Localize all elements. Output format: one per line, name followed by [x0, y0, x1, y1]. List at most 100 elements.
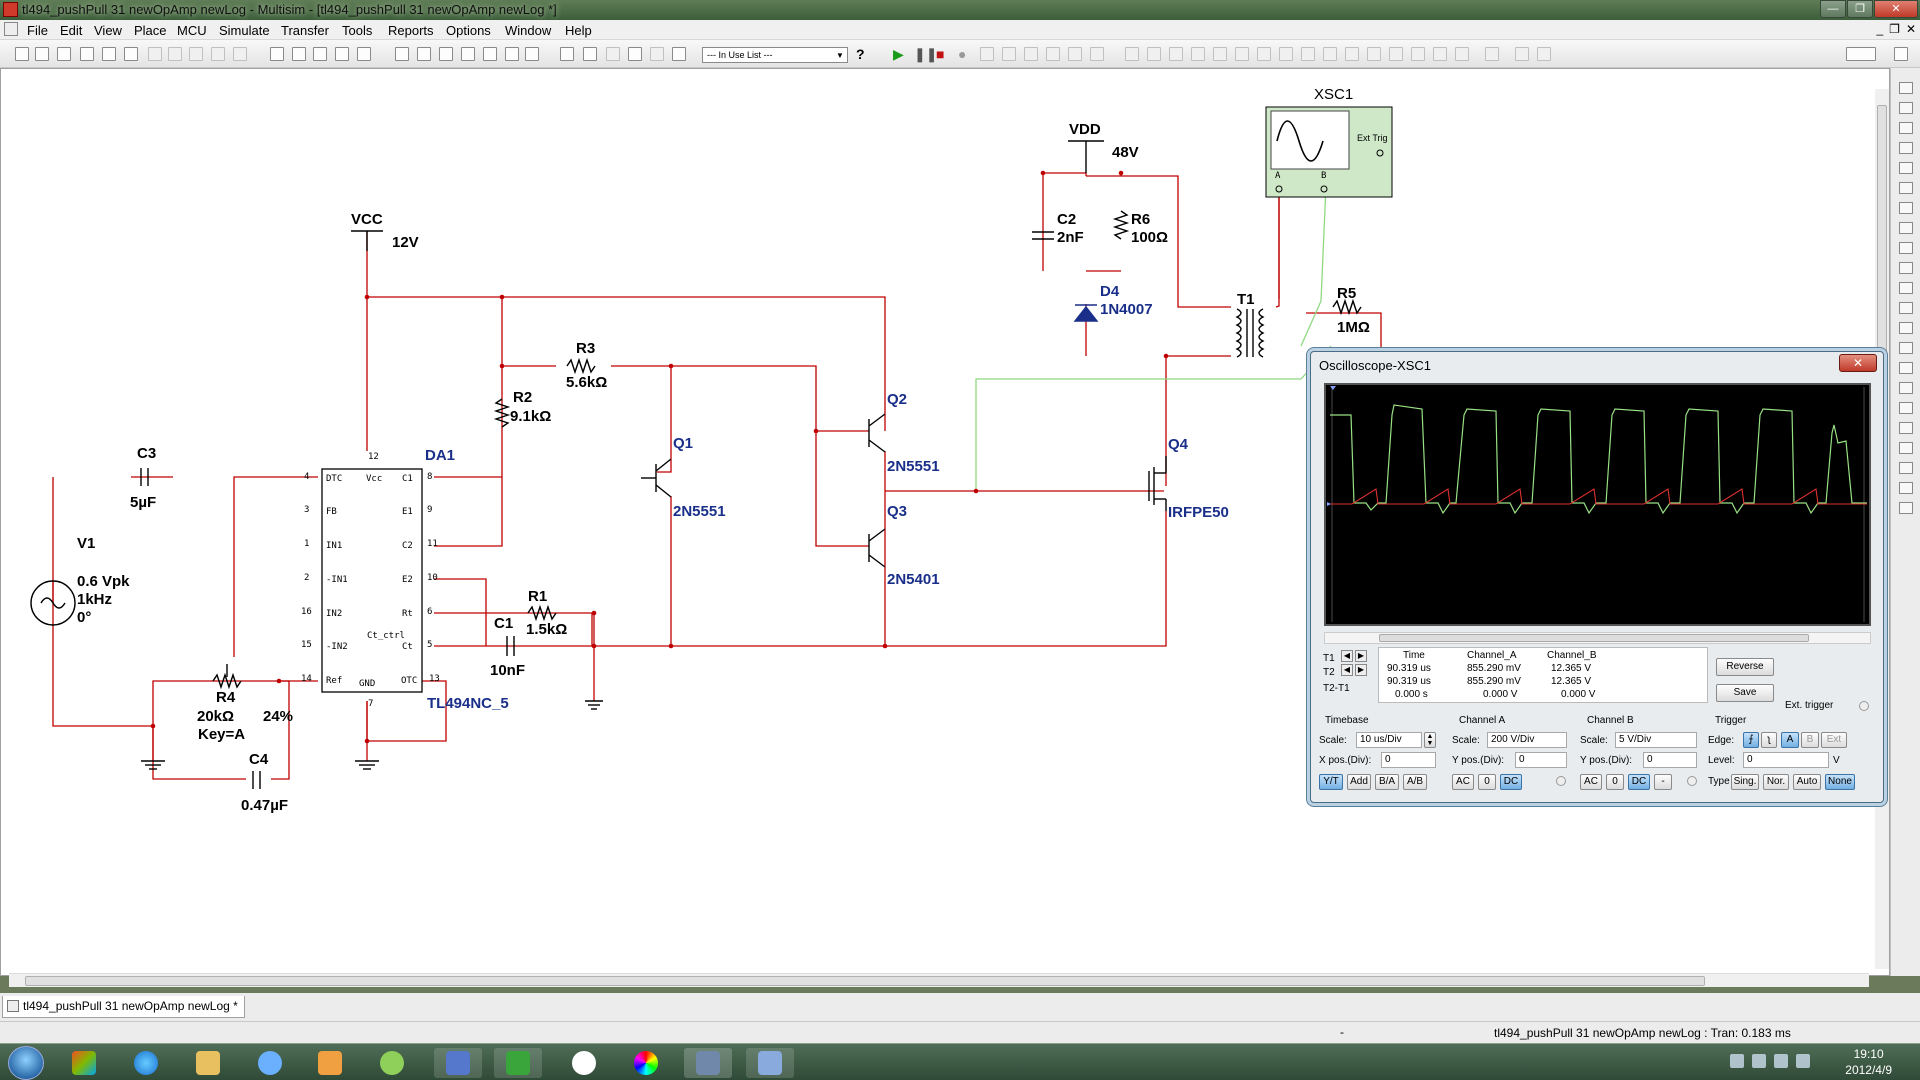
yt-mode-button[interactable]: Y/T — [1319, 774, 1343, 790]
redo-icon[interactable] — [233, 47, 247, 61]
t2-right-arrow[interactable]: ▶ — [1355, 664, 1367, 676]
clock[interactable]: 19:10 2012/4/9 — [1845, 1046, 1892, 1078]
paste-icon[interactable] — [189, 47, 203, 61]
place-rf-icon[interactable] — [1389, 47, 1403, 61]
spreadsheet-icon[interactable] — [439, 47, 453, 61]
channel-b-zero-button[interactable]: 0 — [1606, 774, 1624, 790]
place-diode-icon[interactable] — [1169, 47, 1183, 61]
component-wizard-icon[interactable] — [483, 47, 497, 61]
menu-reports[interactable]: Reports — [388, 23, 434, 38]
multimeter-icon[interactable] — [1899, 82, 1913, 94]
multisim-app-icon[interactable] — [3, 2, 18, 17]
mdi-close-button[interactable]: ✕ — [1905, 22, 1916, 36]
xsc1-label[interactable]: XSC1 — [1314, 86, 1354, 103]
four-channel-scope-icon[interactable] — [1899, 162, 1913, 174]
menu-tools[interactable]: Tools — [342, 23, 373, 38]
analysis-icon[interactable] — [525, 47, 539, 61]
tray-app-icon[interactable] — [1774, 1054, 1788, 1068]
function-generator-icon[interactable] — [1899, 102, 1913, 114]
save-button[interactable]: Save — [1716, 684, 1774, 702]
channel-b-dc-button[interactable]: DC — [1628, 774, 1650, 790]
open-sample-icon[interactable] — [57, 47, 71, 61]
close-button[interactable]: ✕ — [1874, 0, 1918, 18]
postprocessor-icon[interactable] — [560, 47, 574, 61]
trigger-auto-button[interactable]: Auto — [1793, 774, 1821, 790]
t2-left-arrow[interactable]: ◀ — [1341, 664, 1353, 676]
place-mixed-icon[interactable] — [1323, 47, 1337, 61]
reverse-button[interactable]: Reverse — [1716, 658, 1774, 676]
probe-ref-icon[interactable] — [1068, 47, 1082, 61]
design-toolbox-icon[interactable] — [417, 47, 431, 61]
network-analyzer-icon[interactable] — [1899, 342, 1913, 354]
place-ttl-icon[interactable] — [1235, 47, 1249, 61]
pause-next-icon[interactable]: ● — [958, 46, 967, 62]
scrollbar-thumb[interactable] — [25, 976, 1705, 986]
probe-digital-icon[interactable] — [1090, 47, 1104, 61]
menu-view[interactable]: View — [94, 23, 122, 38]
add-mode-button[interactable]: Add — [1347, 774, 1371, 790]
place-indicator-icon[interactable] — [1345, 47, 1359, 61]
channel-b-invert-button[interactable]: - — [1654, 774, 1672, 790]
place-basic-icon[interactable] — [1147, 47, 1161, 61]
trigger-none-button[interactable]: None — [1825, 774, 1855, 790]
copy-icon[interactable] — [168, 47, 182, 61]
taskbar-spreadsheet-icon[interactable] — [494, 1048, 542, 1078]
channel-a-scale-field[interactable]: 200 V/Div — [1487, 732, 1567, 748]
stop-simulation-icon[interactable]: ■ — [936, 46, 945, 62]
spectrum-analyzer-icon[interactable] — [1899, 322, 1913, 334]
agilent-multimeter-icon[interactable] — [1899, 382, 1913, 394]
search-icon[interactable] — [395, 47, 409, 61]
menu-file[interactable]: File — [27, 23, 48, 38]
taskbar-color-icon[interactable] — [622, 1048, 670, 1078]
undo-icon[interactable] — [211, 47, 225, 61]
measurement-probe-icon[interactable] — [1899, 442, 1913, 454]
toggle-breadboard-icon[interactable] — [672, 47, 686, 61]
place-connector-icon[interactable] — [1455, 47, 1469, 61]
new-file-icon[interactable] — [15, 47, 29, 61]
channel-a-terminal[interactable] — [1556, 776, 1566, 786]
menu-window[interactable]: Window — [505, 23, 552, 38]
place-bus-icon[interactable] — [1515, 47, 1529, 61]
forward-annotate-icon[interactable] — [650, 47, 664, 61]
timebase-scale-field[interactable]: 10 us/Div — [1356, 732, 1422, 748]
erc-icon[interactable] — [583, 47, 597, 61]
oscilloscope-window[interactable]: Oscilloscope-XSC1 ✕ T1 ◀ ▶ T2 ◀ ▶ T2-T1 … — [1310, 351, 1884, 803]
taskbar-multisim-icon[interactable] — [684, 1048, 732, 1078]
logic-analyzer-icon[interactable] — [1899, 242, 1913, 254]
place-mcu-icon[interactable] — [1279, 47, 1293, 61]
minimize-button[interactable]: — — [1820, 0, 1846, 18]
zoom-area-icon[interactable] — [335, 47, 349, 61]
menu-transfer[interactable]: Transfer — [281, 23, 329, 38]
trigger-source-a-button[interactable]: A — [1781, 732, 1799, 748]
mdi-restore-button[interactable]: ❐ — [1889, 22, 1900, 36]
place-analog-icon[interactable] — [1213, 47, 1227, 61]
taskbar-browser-icon[interactable] — [122, 1048, 170, 1078]
capture-area-icon[interactable] — [606, 47, 620, 61]
taskbar-folder-icon[interactable] — [184, 1048, 232, 1078]
print-icon[interactable] — [102, 47, 116, 61]
iv-analyzer-icon[interactable] — [1899, 282, 1913, 294]
in-use-list-dropdown[interactable]: --- In Use List ---▼ — [702, 47, 848, 63]
instruments-toolbar-icon[interactable] — [1846, 47, 1876, 61]
open-folder-icon[interactable] — [35, 47, 49, 61]
ext-trigger-terminal[interactable] — [1859, 701, 1869, 711]
oscilloscope-icon[interactable] — [1899, 142, 1913, 154]
scrollbar-thumb[interactable] — [1379, 634, 1809, 642]
place-power-icon[interactable] — [1367, 47, 1381, 61]
channel-b-scale-field[interactable]: 5 V/Div — [1615, 732, 1697, 748]
place-wire-icon[interactable] — [1537, 47, 1551, 61]
help-icon[interactable]: ? — [856, 46, 865, 62]
oscilloscope-close-button[interactable]: ✕ — [1839, 354, 1877, 372]
taskbar-app-launcher[interactable] — [60, 1048, 108, 1078]
probe-icon[interactable] — [980, 47, 994, 61]
place-ni-icon[interactable] — [1433, 47, 1447, 61]
grapher-icon[interactable] — [505, 47, 519, 61]
bode-plotter-icon[interactable] — [1899, 182, 1913, 194]
toolbar-options-icon[interactable] — [1894, 47, 1908, 61]
taskbar-chat-icon[interactable] — [368, 1048, 416, 1078]
oscilloscope-scrollbar[interactable] — [1324, 632, 1871, 644]
trigger-source-b-button[interactable]: B — [1801, 732, 1819, 748]
labview-instrument-icon[interactable] — [1899, 462, 1913, 474]
horizontal-scrollbar[interactable] — [9, 973, 1869, 987]
tray-volume-icon[interactable] — [1796, 1054, 1810, 1068]
